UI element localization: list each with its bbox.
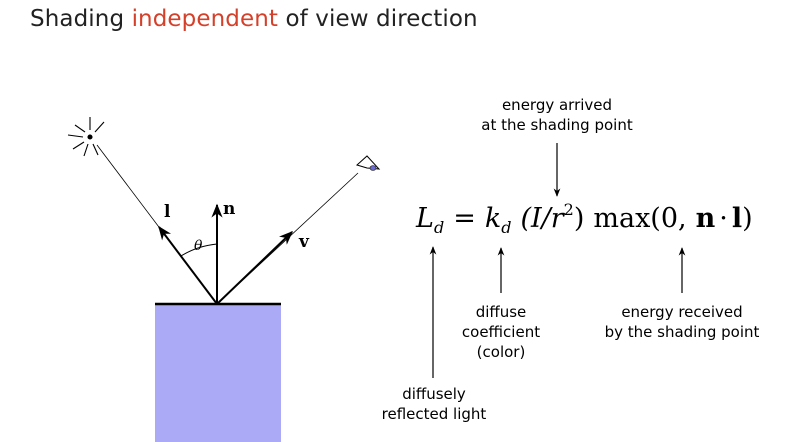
formula-k-sub: d: [501, 218, 512, 237]
surface-block: [155, 305, 281, 442]
note-diffusely-reflected: diffusely reflected light: [381, 385, 487, 423]
note-energy-received: energy received by the shading point: [604, 303, 760, 341]
eye-icon: [356, 155, 381, 171]
label-n: n: [223, 199, 236, 219]
formula-r-exp: 2: [563, 200, 574, 219]
formula-L: L: [416, 203, 434, 234]
formula-I-close: ): [573, 203, 585, 234]
label-theta: θ: [194, 238, 203, 254]
slide-title: Shading independent of view direction: [30, 6, 478, 32]
formula-k: k: [484, 203, 502, 234]
formula-eq: =: [453, 203, 476, 234]
lambert-formula: Ld=kd(I/r2)max(0,n·l): [416, 200, 753, 237]
formula-L-sub: d: [433, 218, 445, 237]
title-highlight: independent: [131, 6, 279, 32]
formula-n: n: [695, 203, 716, 234]
label-l: l: [164, 202, 171, 222]
vector-l-arrow: [158, 225, 218, 305]
note-energy-arrived: energy arrived at the shading point: [481, 96, 633, 134]
angle-arc: [180, 243, 218, 257]
formula-dot: ·: [719, 203, 728, 234]
light-source-icon: [67, 117, 105, 157]
label-v: v: [299, 232, 309, 252]
vector-v-arrow: [216, 231, 294, 305]
formula-I-open: (I/r: [520, 203, 564, 234]
formula-close: ): [742, 203, 753, 234]
formula-max: max(0,: [593, 203, 687, 234]
formula-l: l: [731, 203, 743, 234]
title-before: Shading: [30, 6, 132, 32]
title-after: of view direction: [278, 6, 478, 32]
note-diffuse-coefficient: diffuse coefficient (color): [461, 303, 541, 361]
